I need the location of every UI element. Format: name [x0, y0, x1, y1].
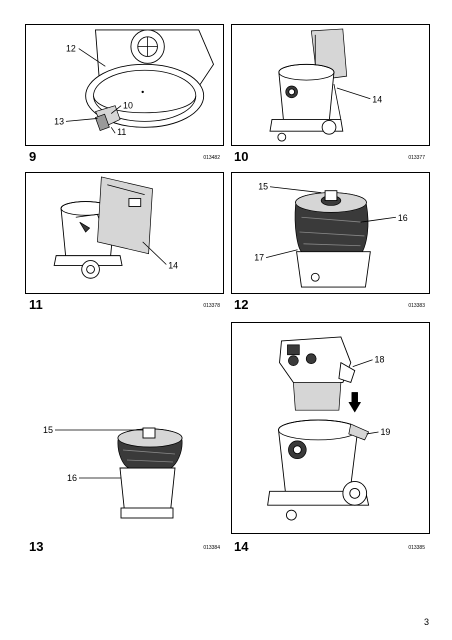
- figure-code-12: 013383: [408, 303, 425, 309]
- callout-17: 17: [254, 253, 264, 263]
- figure-number-11: 11: [29, 297, 43, 312]
- callout-18: 18: [375, 355, 385, 365]
- figure-code-14: 013385: [408, 545, 425, 551]
- callout-14: 14: [168, 260, 178, 270]
- callout-19: 19: [380, 427, 390, 437]
- callout-12: 12: [66, 44, 76, 54]
- figure-10-drawing: 14: [269, 28, 382, 142]
- figure-9-illustration: 12 10 13 11: [25, 24, 224, 146]
- figure-13-drawing: 15 16: [43, 425, 183, 519]
- callout-16: 16: [398, 213, 408, 223]
- figure-9-drawing: 12 10 13 11: [54, 29, 215, 137]
- callout-15: 15: [258, 182, 268, 192]
- figure-number-9: 9: [29, 149, 37, 164]
- figure-code-9: 013482: [203, 155, 220, 161]
- figure-number-10: 10: [234, 149, 249, 164]
- figure-14-drawing: 18 19: [267, 336, 390, 521]
- figure-number-12: 12: [234, 297, 249, 312]
- figure-code-11: 013378: [203, 303, 220, 309]
- figure-14-illustration: 18 19: [231, 322, 430, 534]
- figure-code-10: 013377: [408, 155, 425, 161]
- figure-11-illustration: 14: [25, 172, 224, 294]
- callout-10: 10: [123, 101, 133, 111]
- callout-14: 14: [372, 95, 382, 105]
- figure-12-illustration: 15 16 17: [231, 172, 430, 294]
- figure-13-illustration: 15 16: [25, 408, 224, 534]
- callout-16: 16: [67, 473, 77, 483]
- figure-11-drawing: 14: [53, 176, 178, 279]
- figure-12-drawing: 15 16 17: [254, 182, 408, 288]
- figure-code-13: 013384: [203, 545, 220, 551]
- figure-number-13: 13: [29, 539, 44, 554]
- callout-13: 13: [54, 116, 64, 126]
- figure-number-14: 14: [234, 539, 249, 554]
- figure-10-illustration: 14: [231, 24, 430, 146]
- page-number: 3: [424, 617, 430, 627]
- callout-15: 15: [43, 425, 53, 435]
- callout-11: 11: [117, 127, 126, 137]
